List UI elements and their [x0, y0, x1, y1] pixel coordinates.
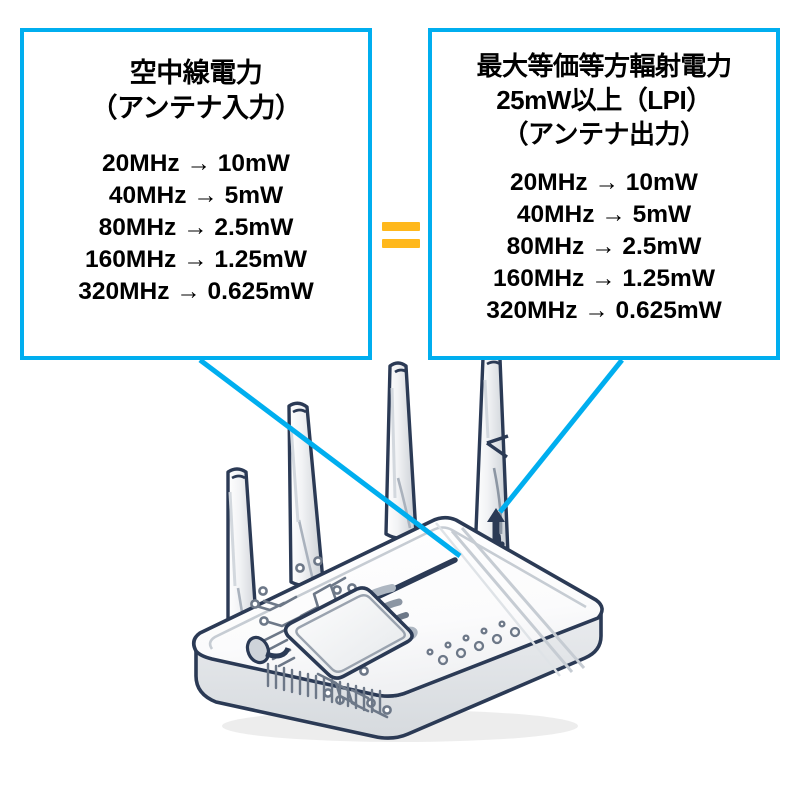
right-box-power-list: 20MHz → 10mW 40MHz → 5mW 80MHz → 2.5mW 1… — [486, 167, 722, 327]
equals-bar-bottom — [382, 239, 420, 248]
list-item: 80MHz → 2.5mW — [98, 214, 294, 242]
list-item: 20MHz → 10mW — [102, 150, 290, 178]
vent-slots — [266, 662, 382, 715]
list-item: 40MHz → 5mW — [516, 201, 692, 229]
left-box-title: 空中線電力 （アンテナ入力） — [91, 56, 302, 126]
right-box-title-line1: 最大等価等方輻射電力 — [476, 51, 732, 81]
right-box-title-line2: 25mW以上（LPI） — [496, 84, 712, 115]
equals-sign — [382, 222, 420, 252]
soc-chip — [283, 586, 414, 680]
antenna-3 — [384, 361, 418, 541]
left-box-power-list: 20MHz → 10mW 40MHz → 5mW 80MHz → 2.5mW 1… — [78, 148, 314, 308]
router-top-seam — [435, 522, 586, 677]
list-item: 80MHz → 2.5mW — [506, 233, 702, 261]
router-top-plate — [191, 515, 604, 698]
right-box-title: 最大等価等方輻射電力 25mW以上（LPI） （アンテナ出力） — [476, 50, 732, 151]
antenna-output-arrow — [487, 508, 505, 552]
list-item: 320MHz → 0.625mW — [78, 278, 314, 306]
leader-line-right — [498, 358, 624, 514]
callout-box-eirp-output: 最大等価等方輻射電力 25mW以上（LPI） （アンテナ出力） 20MHz → … — [428, 28, 780, 360]
led-indicators — [426, 620, 521, 666]
right-box-title-line3: （アンテナ出力） — [502, 118, 706, 149]
leader-line-left — [198, 358, 462, 558]
left-box-title-line1: 空中線電力 — [129, 58, 263, 88]
equals-bar-top — [382, 222, 420, 231]
callout-box-antenna-input: 空中線電力 （アンテナ入力） 20MHz → 10mW 40MHz → 5mW … — [20, 28, 372, 360]
list-item: 320MHz → 0.625mW — [486, 297, 722, 325]
list-item: 160MHz → 1.25mW — [85, 246, 307, 274]
router-port — [245, 635, 291, 665]
list-item: 40MHz → 5mW — [108, 182, 284, 210]
left-box-title-line2: （アンテナ入力） — [90, 93, 302, 124]
list-item: 160MHz → 1.25mW — [493, 265, 715, 293]
list-item: 20MHz → 10mW — [510, 169, 698, 197]
